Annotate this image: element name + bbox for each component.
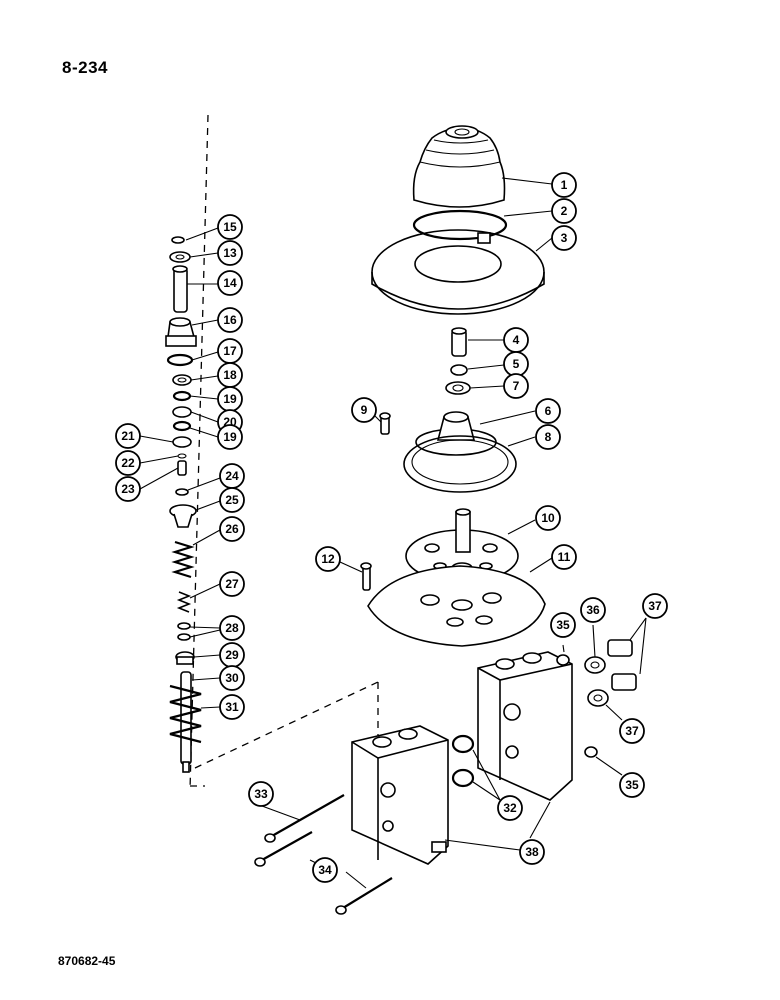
svg-text:37: 37 — [648, 599, 662, 613]
svg-text:33: 33 — [254, 787, 268, 801]
callout-1: 1 — [551, 172, 577, 198]
svg-text:2: 2 — [561, 204, 568, 218]
callout-19: 19 — [217, 386, 243, 412]
callout-22: 22 — [115, 450, 141, 476]
svg-text:15: 15 — [223, 220, 237, 234]
svg-text:27: 27 — [225, 577, 239, 591]
callout-27: 27 — [219, 571, 245, 597]
svg-text:26: 26 — [225, 522, 239, 536]
callout-34: 34 — [312, 857, 338, 883]
svg-text:34: 34 — [318, 863, 332, 877]
callout-30: 30 — [219, 665, 245, 691]
callout-11: 11 — [551, 544, 577, 570]
svg-text:7: 7 — [513, 379, 520, 393]
callout-8: 8 — [535, 424, 561, 450]
callout-28: 28 — [219, 615, 245, 641]
callout-12: 12 — [315, 546, 341, 572]
callout-19-second: 19 — [217, 424, 243, 450]
svg-text:17: 17 — [223, 344, 237, 358]
svg-text:5: 5 — [513, 357, 520, 371]
callout-14: 14 — [217, 270, 243, 296]
svg-text:29: 29 — [225, 648, 239, 662]
svg-text:35: 35 — [625, 778, 639, 792]
svg-text:21: 21 — [121, 429, 135, 443]
svg-text:38: 38 — [525, 845, 539, 859]
svg-text:9: 9 — [361, 403, 368, 417]
svg-text:19: 19 — [223, 430, 237, 444]
callout-37: 36 — [580, 597, 606, 623]
svg-text:19: 19 — [223, 392, 237, 406]
callout-24: 24 — [219, 463, 245, 489]
valve-body-drawing — [190, 639, 637, 915]
callout-17: 17 — [217, 338, 243, 364]
callout-31: 31 — [219, 694, 245, 720]
plunger-assembly-drawing — [165, 114, 209, 791]
callout-15: 15 — [217, 214, 243, 240]
callout-26: 26 — [219, 516, 245, 542]
svg-text:35: 35 — [556, 618, 570, 632]
svg-text:1: 1 — [561, 178, 568, 192]
callout-4: 4 — [503, 327, 529, 353]
callout-32: 32 — [497, 795, 523, 821]
svg-text:18: 18 — [223, 368, 237, 382]
leader-lines — [139, 177, 647, 889]
callout-21: 21 — [115, 423, 141, 449]
callout-16: 16 — [217, 307, 243, 333]
callout-3: 3 — [551, 225, 577, 251]
svg-text:14: 14 — [223, 276, 237, 290]
svg-text:23: 23 — [121, 482, 135, 496]
page-number: 8-234 — [62, 58, 108, 77]
svg-text:32: 32 — [503, 801, 517, 815]
callout-29: 29 — [219, 642, 245, 668]
boot-and-cover-drawing — [371, 125, 545, 315]
svg-text:13: 13 — [223, 246, 237, 260]
callout-23: 23 — [115, 476, 141, 502]
svg-text:37: 37 — [625, 724, 639, 738]
callout-10: 10 — [535, 505, 561, 531]
svg-text:4: 4 — [513, 333, 520, 347]
svg-text:30: 30 — [225, 671, 239, 685]
svg-text:10: 10 — [541, 511, 555, 525]
svg-text:6: 6 — [545, 404, 552, 418]
svg-text:31: 31 — [225, 700, 239, 714]
callout-5: 5 — [503, 351, 529, 377]
callout-6: 6 — [535, 398, 561, 424]
callout-9: 9 — [351, 397, 377, 423]
svg-text:11: 11 — [558, 550, 571, 564]
callout-37-second: 37 — [619, 718, 645, 744]
figure-reference-id: 870682-45 — [58, 954, 116, 968]
svg-text:3: 3 — [561, 231, 568, 245]
callout-18: 18 — [217, 362, 243, 388]
svg-text:8: 8 — [545, 430, 552, 444]
callout-35: 35 — [550, 612, 576, 638]
svg-text:22: 22 — [121, 456, 135, 470]
svg-text:25: 25 — [225, 493, 239, 507]
callout-35-second: 35 — [619, 772, 645, 798]
callout-7: 7 — [503, 373, 529, 399]
svg-text:24: 24 — [225, 469, 239, 483]
callout-36: 37 — [642, 593, 668, 619]
callout-13: 13 — [217, 240, 243, 266]
callout-25: 25 — [219, 487, 245, 513]
cam-plate-drawing — [360, 327, 546, 647]
callout-33: 33 — [248, 781, 274, 807]
callout-2: 2 — [551, 198, 577, 224]
svg-text:12: 12 — [321, 552, 335, 566]
svg-text:36: 36 — [586, 603, 600, 617]
callout-38: 38 — [519, 839, 545, 865]
svg-text:16: 16 — [223, 313, 237, 327]
svg-text:28: 28 — [225, 621, 239, 635]
